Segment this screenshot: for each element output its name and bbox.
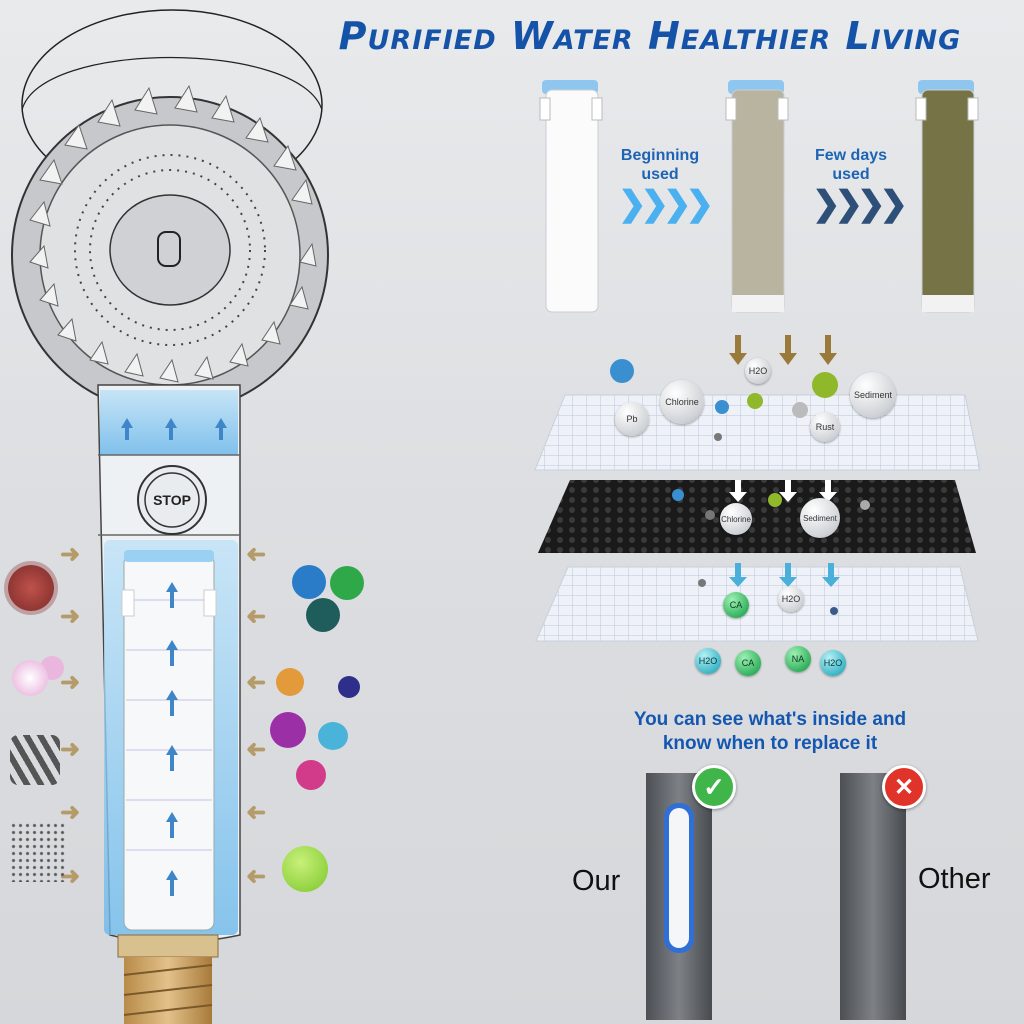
arrow-left-icon: ➜ — [246, 541, 267, 568]
particle-rust: Rust — [810, 412, 840, 442]
chevron-right-icon: ❯❯❯❯ — [618, 185, 714, 223]
particle-na: NA — [785, 646, 811, 672]
chevron-right-icon: ❯❯❯❯ — [812, 185, 908, 223]
cross-icon: ✕ — [882, 765, 926, 809]
particle-h2o: H2O — [778, 586, 804, 612]
bacteria-icon — [12, 660, 48, 696]
arrow-left-icon: ➜ — [246, 669, 267, 696]
arrow-left-icon: ➜ — [246, 799, 267, 826]
germ-face-icon — [282, 846, 328, 892]
check-icon: ✓ — [692, 765, 736, 809]
headline: Purified Water Healthier Living — [338, 14, 962, 58]
bacteria-icon — [330, 566, 364, 600]
bacteria-icon — [10, 735, 60, 785]
particle-ca: CA — [723, 592, 749, 618]
bacteria-icon — [338, 676, 360, 698]
arrow-left-icon: ➜ — [246, 736, 267, 763]
particle-chlorine: Chlorine — [720, 503, 752, 535]
inside-note-line2: know when to replace it — [662, 733, 878, 754]
particle-h2o: H2O — [695, 648, 721, 674]
arrow-right-icon: ➜ — [60, 799, 81, 826]
arrow-right-icon: ➜ — [60, 736, 81, 763]
bacteria-icon — [318, 722, 348, 750]
inside-note-line1: You can see what's inside and — [633, 709, 907, 730]
arrow-right-icon: ➜ — [60, 669, 81, 696]
comparison-housings — [646, 773, 906, 1020]
filter-stages — [539, 80, 979, 313]
inside-note: You can see what's inside and know when … — [580, 708, 960, 756]
bacteria-icon — [270, 712, 306, 748]
bacteria-icon — [8, 565, 54, 611]
particle-chlorine: Chlorine — [660, 380, 704, 424]
arrow-right-icon: ➜ — [60, 541, 81, 568]
bacteria-icon — [306, 598, 340, 632]
particle-pb: Pb — [615, 402, 649, 436]
stage-beginning-label: Beginning used — [620, 147, 700, 183]
arrow-left-icon: ➜ — [246, 603, 267, 630]
label-other: Other — [918, 863, 991, 895]
stop-label: STOP — [153, 492, 191, 508]
bacteria-icon — [292, 565, 326, 599]
particle-h2o: H2O — [745, 358, 771, 384]
dirt-icon — [10, 822, 65, 882]
stage-few-days-label: Few days used — [814, 147, 888, 183]
filter-layers — [534, 335, 981, 642]
particle-sediment: Sediment — [850, 372, 896, 418]
arrow-right-icon: ➜ — [60, 603, 81, 630]
bacteria-icon — [276, 668, 304, 696]
particle-h2o: H2O — [820, 650, 846, 676]
bacteria-icon — [296, 760, 326, 790]
arrow-left-icon: ➜ — [246, 863, 267, 890]
label-ours: Our — [572, 865, 621, 897]
arrow-right-icon: ➜ — [60, 863, 81, 890]
particle-ca: CA — [735, 650, 761, 676]
particle-sediment: Sediment — [800, 498, 840, 538]
shower-illustration — [11, 9, 329, 1024]
